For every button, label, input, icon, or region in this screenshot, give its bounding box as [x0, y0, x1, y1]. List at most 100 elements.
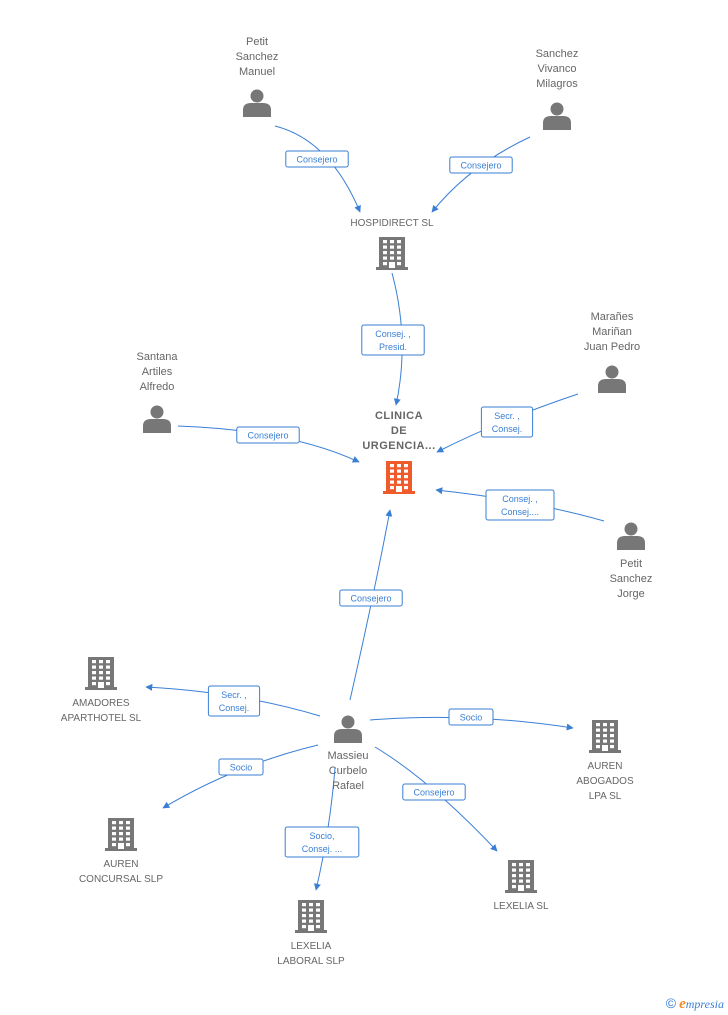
person-icon [143, 405, 171, 433]
node-lexelia-laboral[interactable]: LEXELIA LABORAL SLP [277, 900, 345, 967]
node-label: CLINICA [375, 410, 423, 422]
person-icon [543, 102, 571, 130]
edge-label-box [448, 708, 494, 726]
edge-line [274, 125, 361, 213]
edge-massieu-to-lexelia-laboral[interactable]: Socio, Consej. ... [284, 767, 360, 891]
edge-label-box [339, 589, 403, 607]
edge-label: Consejero [296, 155, 337, 165]
node-label: Sanchez [236, 51, 279, 63]
node-label: Massieu [328, 750, 369, 762]
node-label: LABORAL SLP [277, 956, 345, 967]
node-label: AUREN [587, 761, 622, 772]
edge-label: Consej. [492, 424, 523, 434]
edge-label: Socio, [309, 831, 334, 841]
edge-label-box [480, 406, 534, 438]
building-icon [105, 818, 137, 851]
edge-label-box [449, 156, 513, 174]
node-hospidirect[interactable]: HOSPIDIRECT SL [350, 218, 434, 270]
node-label: Artiles [142, 366, 173, 378]
copyright-icon: © [665, 995, 677, 1011]
edge-label-box [285, 150, 349, 168]
edge-petit-manuel-to-hospidirect[interactable]: Consejero [274, 125, 361, 213]
node-label: Milagros [536, 78, 578, 90]
node-auren-concursal[interactable]: AUREN CONCURSAL SLP [79, 818, 163, 885]
edge-label-box [218, 758, 264, 776]
building-icon [505, 860, 537, 893]
node-label: Mariñan [592, 326, 632, 338]
edge-label: Secr. , [221, 690, 247, 700]
edge-massieu-to-auren-abogados[interactable]: Socio [369, 708, 574, 731]
edge-line [431, 136, 531, 213]
edge-label: Consej.... [501, 507, 539, 517]
node-label: Petit [246, 36, 268, 48]
node-label: Rafael [332, 780, 364, 792]
edge-label: Consejero [350, 594, 391, 604]
edge-petit-jorge-to-clinica[interactable]: Consej. , Consej.... [435, 487, 605, 522]
node-label: Santana [137, 351, 179, 363]
nodes-layer: PetitSanchezManuelSanchezVivancoMilagros… [61, 36, 653, 967]
person-icon [598, 365, 626, 393]
edge-label: Consej. , [375, 329, 411, 339]
node-label: HOSPIDIRECT SL [350, 218, 434, 229]
node-label: ABOGADOS [576, 776, 634, 787]
person-icon [243, 89, 271, 117]
node-label: Jorge [617, 588, 645, 600]
person-icon [617, 522, 645, 550]
edge-hospidirect-to-clinica[interactable]: Consej. , Presid. [361, 272, 425, 406]
edge-santana-to-clinica[interactable]: Consejero [177, 425, 360, 463]
edge-maranes-to-clinica[interactable]: Secr. , Consej. [436, 393, 579, 453]
node-label: LEXELIA [291, 941, 332, 952]
node-label: APARTHOTEL SL [61, 713, 142, 724]
edge-massieu-to-lexelia[interactable]: Consejero [374, 746, 498, 852]
node-auren-abogados[interactable]: AUREN ABOGADOS LPA SL [576, 720, 634, 802]
node-lexelia[interactable]: LEXELIA SL [493, 860, 549, 912]
building-icon [589, 720, 621, 753]
node-label: Juan Pedro [584, 341, 640, 353]
node-label: LEXELIA SL [493, 901, 548, 912]
copyright-credit: © empresia [666, 995, 724, 1013]
edge-sanchez-vivanco-to-hospidirect[interactable]: Consejero [431, 136, 531, 213]
person-icon [334, 715, 362, 743]
node-label: Manuel [239, 66, 275, 78]
edge-label-box [361, 324, 425, 356]
node-label: Curbelo [329, 765, 368, 777]
building-icon [85, 657, 117, 690]
node-label: Alfredo [140, 381, 175, 393]
edge-label: Consej. ... [302, 844, 343, 854]
node-clinica[interactable]: CLINICA DE URGENCIA... [362, 410, 435, 494]
node-label: Vivanco [538, 63, 577, 75]
node-label: LPA SL [589, 791, 622, 802]
edge-label: Socio [230, 763, 253, 773]
node-amadores[interactable]: AMADORES APARTHOTEL SL [61, 657, 142, 724]
node-label: AUREN [103, 859, 138, 870]
edge-label: Consej. , [502, 494, 538, 504]
node-label: CONCURSAL SLP [79, 874, 163, 885]
edge-massieu-to-auren-concursal[interactable]: Socio [162, 744, 319, 809]
edge-massieu-to-amadores[interactable]: Secr. ,Consej. [145, 683, 321, 717]
node-label: DE [391, 425, 407, 437]
node-label: AMADORES [72, 698, 130, 709]
edge-label: Presid. [379, 342, 407, 352]
building-icon [295, 900, 327, 933]
node-label: Marañes [591, 311, 634, 323]
node-label: Petit [620, 558, 642, 570]
edge-label-box [284, 826, 360, 858]
node-label: URGENCIA... [362, 440, 435, 452]
edge-label: Secr. , [494, 411, 520, 421]
edge-label-box [236, 426, 300, 444]
edge-massieu-to-clinica[interactable]: Consejero [339, 509, 403, 701]
building-icon [383, 461, 415, 494]
edge-label-box [402, 783, 466, 801]
node-label: Sanchez [536, 48, 579, 60]
building-icon [376, 237, 408, 270]
edge-label: Consejero [247, 431, 288, 441]
